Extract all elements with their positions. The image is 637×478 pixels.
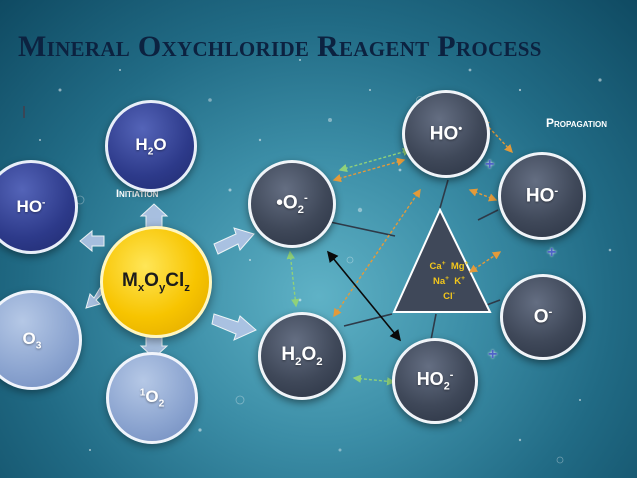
peroxide-sub2: 2 [316, 355, 323, 368]
hydroperoxide-charge: - [449, 369, 454, 382]
ion-mg: Mg [450, 261, 465, 273]
ion-na-charge: + [445, 275, 449, 283]
arrow-to-hydroxide [79, 229, 105, 253]
hydroperoxide-node: HO2- [392, 338, 478, 424]
hydrogen-peroxide-node: H2O2 [258, 312, 346, 400]
metal-ion-list: Ca+ Mg+ Na+ K+ Cl- [400, 258, 498, 303]
peroxide-o: O [301, 344, 317, 366]
hydroxide-node-propagation: HO- [498, 152, 586, 240]
singlet-prefix: 1 [139, 387, 146, 399]
oxide-charge: - [548, 305, 553, 318]
ion-k-charge: + [461, 275, 466, 283]
water-sub: 2 [147, 146, 154, 158]
prop-hydroxide-charge: - [554, 184, 559, 197]
reagent-x: x [137, 281, 145, 294]
water-o: O [153, 134, 167, 154]
singlet-o: O [145, 386, 159, 406]
ozone-node: O3 [0, 290, 82, 390]
ion-ca: Ca [429, 261, 442, 273]
reagent-node: MxOyClz [100, 226, 212, 338]
reagent-y: y [158, 281, 166, 294]
ion-cl: Cl [443, 291, 453, 303]
hydroxide-base: HO [16, 197, 43, 216]
peroxide-h: H [281, 344, 296, 366]
ion-mg-charge: + [464, 260, 469, 267]
hydroxide-charge: - [42, 197, 46, 209]
prop-hydroxide-ho: HO [525, 185, 555, 207]
plus-sign: + [488, 346, 498, 363]
peroxide-sub1: 2 [295, 355, 302, 368]
plus-sign: + [547, 244, 557, 261]
superoxide-sub: 2 [297, 204, 304, 217]
hydroperoxide-ho: HO [416, 369, 444, 390]
superoxide-dot: • [276, 192, 283, 214]
reagent-cl: Cl [165, 270, 185, 292]
superoxide-charge: - [303, 191, 308, 204]
reagent-formula: MxOyClz [122, 270, 190, 294]
oxide-o: O [533, 306, 549, 328]
arrow-to-water [139, 203, 169, 229]
reagent-z: z [184, 281, 190, 294]
arrow-to-ozone [85, 287, 105, 309]
singlet-oxygen-node: 1O2 [106, 352, 198, 444]
arrow-to-superoxide [213, 227, 255, 255]
hydroxyl-ho: HO [429, 123, 459, 145]
hydroxyl-dot: • [458, 122, 463, 135]
oxide-node: O- [500, 274, 586, 360]
ion-ca-charge: + [441, 260, 446, 267]
ion-cl-charge: - [452, 290, 455, 298]
plus-sign: + [485, 156, 495, 173]
reagent-o: O [144, 270, 159, 292]
water-node: H2O [105, 100, 197, 192]
hydroxide-node-initiation: HO- [0, 160, 78, 254]
page-title: Mineral Oxychloride Reagent Process [18, 30, 542, 63]
hydroperoxide-sub: 2 [443, 380, 450, 393]
arrow-to-peroxide [211, 313, 257, 341]
propagation-label: Propagation [546, 116, 608, 130]
slide-marker [23, 106, 25, 118]
ion-k: K [454, 276, 462, 288]
superoxide-o: O [282, 192, 298, 214]
ozone-o: O [22, 328, 36, 348]
reagent-m: M [122, 270, 138, 292]
ozone-sub: 3 [35, 340, 42, 352]
hydroxyl-radical-node: HO• [402, 90, 490, 178]
singlet-sub: 2 [158, 398, 165, 410]
water-h: H [135, 134, 148, 154]
superoxide-node: •O2- [248, 160, 336, 248]
ion-na: Na [432, 276, 446, 288]
